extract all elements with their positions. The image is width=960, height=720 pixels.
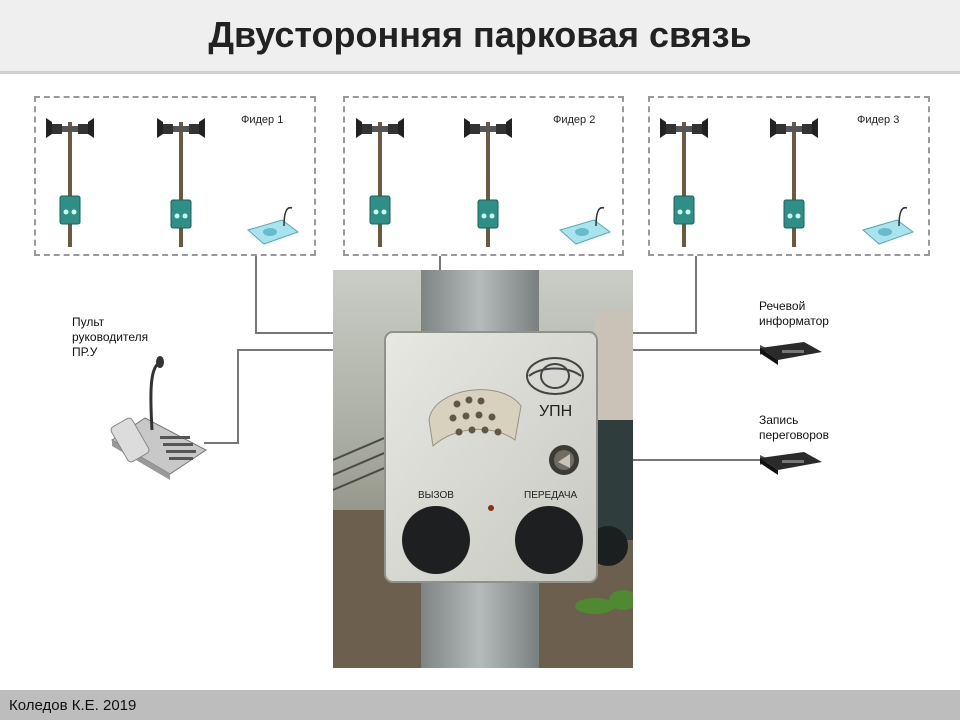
title-bar: Двусторонняя парковая связь (0, 0, 960, 74)
transmit-button-label: ПЕРЕДАЧА (524, 490, 578, 501)
phone-console-icon (862, 206, 914, 245)
console-line (204, 349, 333, 444)
label-line: информатор (759, 314, 829, 328)
speaker-pole-icon (356, 118, 404, 247)
upn-photo-illustration (333, 270, 633, 668)
speech-informer-device-icon (760, 342, 822, 365)
label-line: переговоров (759, 428, 829, 442)
recorder-device-icon (760, 452, 822, 475)
page-title: Двусторонняя парковая связь (208, 14, 752, 55)
speech-informer-label: Речевой информатор (759, 299, 829, 329)
feeder-1-line (255, 256, 333, 334)
phone-console-icon (247, 206, 299, 245)
upn-brand-label: УПН (539, 403, 573, 420)
upn-panel-photo: УПН ВЫЗОВ ПЕРЕДАЧА (333, 270, 633, 668)
recorder-label: Запись переговоров (759, 413, 829, 443)
feeder-label: Фидер 3 (857, 114, 900, 126)
upn-logo-icon (526, 357, 584, 395)
transmit-button-icon (515, 506, 583, 574)
label-line: руководителя (72, 330, 149, 344)
footer-bar: Коледов К.Е. 2019 (0, 690, 960, 720)
call-button-label: ВЫЗОВ (418, 490, 454, 501)
speaker-pole-icon (660, 118, 708, 247)
label-line: Речевой (759, 299, 806, 313)
feeder-label: Фидер 2 (553, 114, 596, 126)
feeder-label: Фидер 1 (241, 114, 284, 126)
feeder-3-line (633, 256, 697, 334)
speaker-pole-icon (464, 118, 512, 247)
label-line: ПР.У (72, 345, 98, 359)
dispatcher-console-icon (110, 356, 207, 480)
call-button-icon (402, 506, 470, 574)
label-line: Пульт (72, 315, 105, 329)
dispatcher-console-label: Пульт руководителя ПР.У (72, 315, 148, 360)
speaker-pole-icon (46, 118, 94, 247)
speaker-pole-icon (157, 118, 205, 247)
label-line: Запись (759, 413, 799, 427)
phone-console-icon (559, 206, 611, 245)
footer-author: Коледов К.Е. 2019 (9, 697, 137, 714)
speaker-pole-icon (770, 118, 818, 247)
